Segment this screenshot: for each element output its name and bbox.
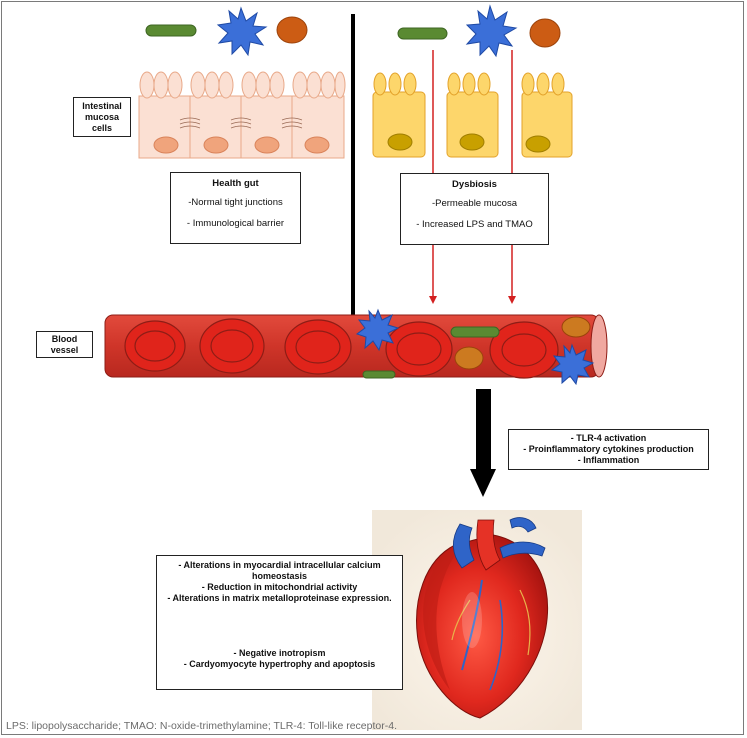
effect-item: - Proinflammatory cytokines production	[523, 444, 694, 454]
bacterium-icon	[145, 24, 197, 37]
tmao-circle-icon	[529, 18, 561, 48]
dysbiosis-mucosa	[372, 72, 573, 158]
tmao-circle-icon	[454, 346, 484, 370]
bacterium-icon	[362, 370, 396, 379]
red-blood-cell	[124, 318, 559, 379]
tmao-circle-icon	[561, 316, 591, 338]
dysbiosis-box: Dysbiosis -Permeable mucosa - Increased …	[400, 173, 549, 245]
cardiac-outcome: - Negative inotropism	[233, 648, 326, 658]
intestinal-mucosa-label-text: Intestinal mucosa cells	[82, 101, 122, 133]
cardiac-cause: - Alterations in matrix metalloproteinas…	[167, 593, 392, 603]
effect-item: - TLR-4 activation	[570, 433, 647, 443]
effect-item: - Inflammation	[577, 455, 640, 465]
bacterium-icon	[397, 27, 448, 40]
arrow-spacer	[167, 604, 392, 648]
health-gut-item: - Immunological barrier	[186, 218, 285, 229]
lps-star-icon	[216, 6, 268, 57]
cardiac-outcome: - Cardyomyocyte hypertrophy and apoptosi…	[183, 659, 376, 669]
health-gut-box: Health gut -Normal tight junctions - Imm…	[170, 172, 301, 244]
cardiac-effects-box: - Alterations in myocardial intracellula…	[156, 555, 403, 690]
lps-star-icon	[465, 4, 518, 58]
blood-vessel-label-text: Blood vessel	[50, 334, 79, 355]
dysbiosis-title: Dysbiosis	[452, 179, 497, 190]
health-gut-item: -Normal tight junctions	[188, 197, 283, 208]
tmao-circle-icon	[276, 16, 308, 44]
cardiac-cause: - Reduction in mitochondrial activity	[201, 582, 358, 592]
heart-illustration	[372, 510, 582, 730]
health-gut-title: Health gut	[212, 178, 259, 189]
bacterium-icon	[450, 326, 500, 338]
downward-arrow	[470, 389, 496, 497]
figure-caption: LPS: lipopolysaccharide; TMAO: N-oxide-t…	[6, 720, 397, 732]
healthy-mucosa	[138, 71, 346, 159]
inflammation-effects-box: - TLR-4 activation - Proinflammatory cyt…	[508, 429, 709, 470]
lps-star-icon	[355, 308, 400, 352]
blood-vessel-label: Blood vessel	[36, 331, 93, 358]
dysbiosis-item: - Increased LPS and TMAO	[416, 219, 533, 230]
lps-star-icon	[550, 343, 595, 386]
dysbiosis-item: -Permeable mucosa	[431, 198, 517, 209]
cardiac-cause: - Alterations in myocardial intracellula…	[178, 560, 381, 581]
intestinal-mucosa-label: Intestinal mucosa cells	[73, 97, 131, 137]
